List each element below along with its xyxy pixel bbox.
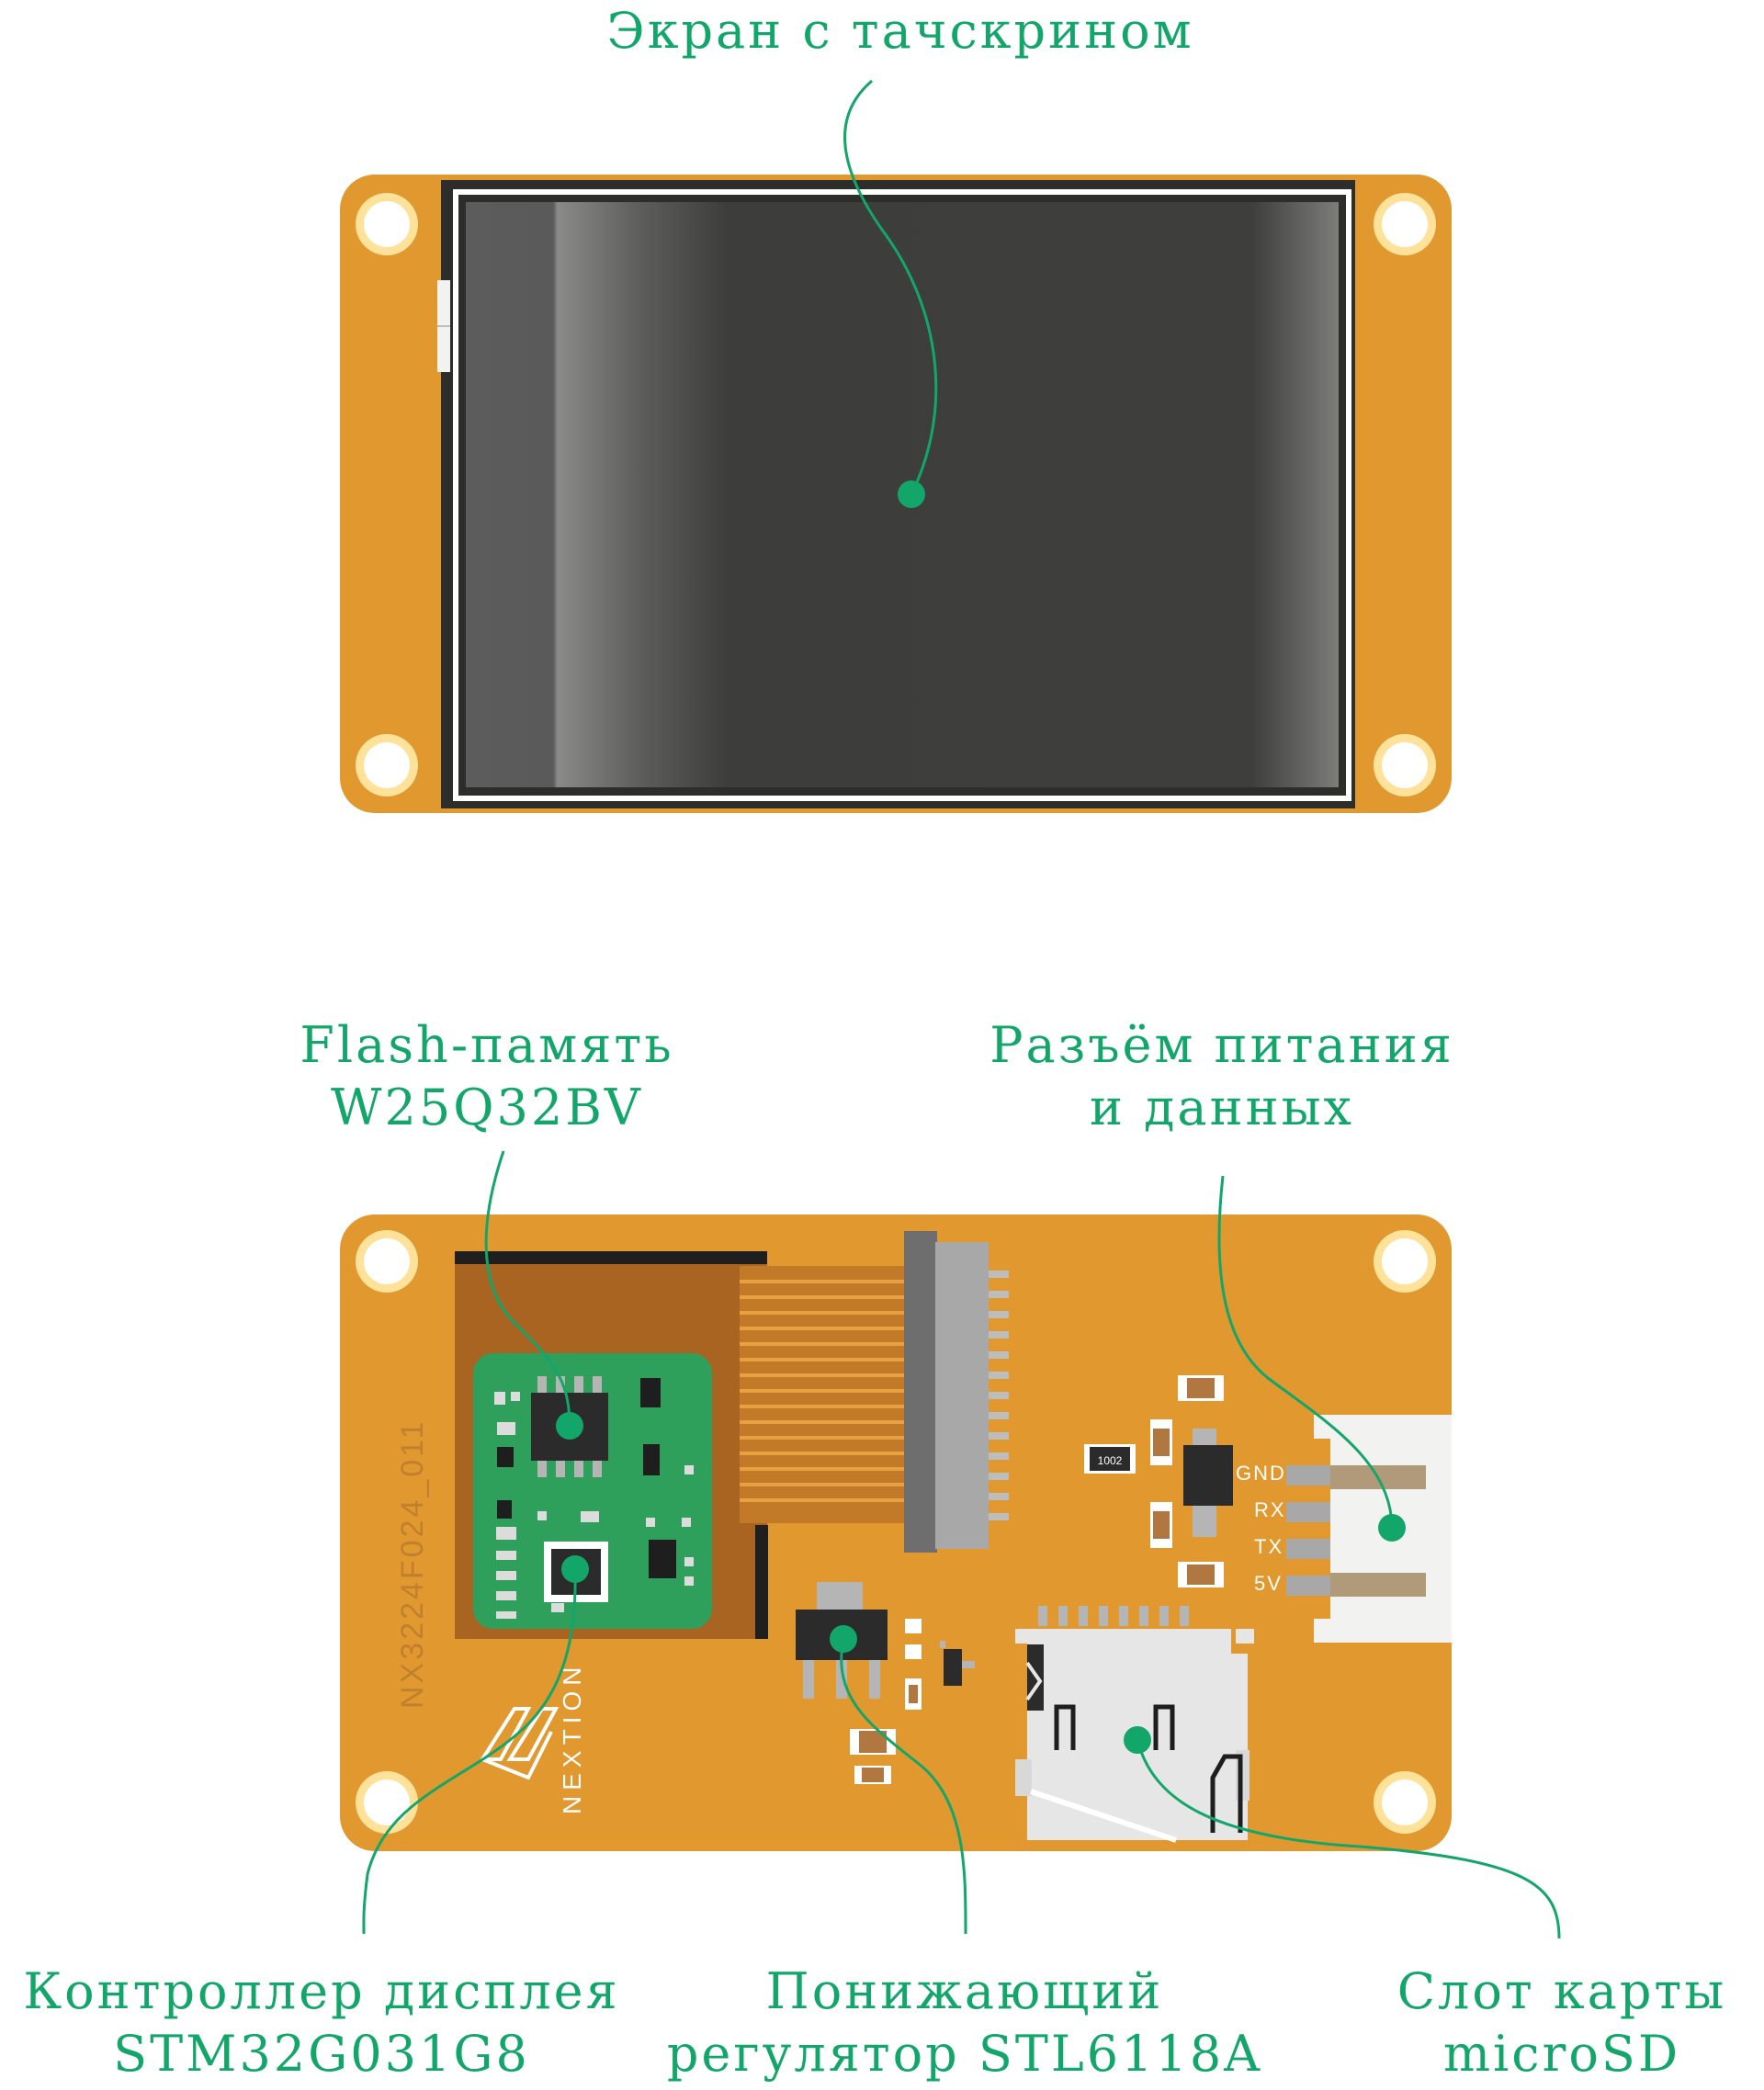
leader-regulator <box>840 1638 967 1935</box>
mounting-hole-back-top-left <box>356 1230 418 1293</box>
pin-pads <box>1286 1465 1330 1596</box>
marker-microsd <box>1124 1726 1151 1754</box>
label-regulator-line-2: регулятор STL6118A <box>666 2025 1263 2083</box>
controller-board <box>473 1353 712 1629</box>
leader-screen <box>843 79 938 495</box>
leader-microsd <box>1136 1739 1561 1939</box>
small-components <box>850 1619 975 1784</box>
label-flash-line-1: Flash-память <box>300 1016 674 1074</box>
label-power: Разъём питания и данных <box>946 1014 1498 1139</box>
nextion-logo <box>479 1707 560 1780</box>
back-board: NX3224F024_011 NEXTION <box>340 1214 1452 1851</box>
mounting-hole-back-bottom-left <box>356 1771 418 1834</box>
label-regulator-line-1: Понижающий <box>765 1962 1164 2020</box>
pin-label-rx: RX <box>1254 1498 1286 1521</box>
leader-flash <box>484 1150 571 1427</box>
mounting-hole-bottom-left <box>356 734 418 796</box>
label-power-line-1: Разъём питания <box>989 1016 1454 1074</box>
label-screen: Экран с тачскрином <box>606 2 1194 60</box>
flex-cable-traces <box>740 1266 919 1523</box>
fpc-connector <box>904 1231 1009 1553</box>
label-microsd-line-1: Слот карты <box>1396 1962 1727 2020</box>
regulator-chip <box>796 1582 888 1699</box>
flash-chip <box>531 1376 608 1477</box>
power-components: 1002 <box>1084 1375 1233 1587</box>
marker-controller <box>561 1555 589 1583</box>
label-controller-line-2: STM32G031G8 <box>113 2025 530 2083</box>
leader-controller <box>362 1568 577 1935</box>
label-regulator: Понижающий регулятор STL6118A <box>634 1960 1295 2085</box>
label-flash: Flash-память W25Q32BV <box>220 1014 753 1139</box>
mounting-hole-back-top-right <box>1374 1230 1436 1293</box>
marker-screen <box>898 480 925 508</box>
pin-label-tx: TX <box>1254 1535 1283 1558</box>
mounting-hole-back-bottom-right <box>1374 1771 1436 1834</box>
label-flash-line-2: W25Q32BV <box>331 1079 643 1136</box>
marker-flash <box>556 1412 583 1440</box>
mounting-hole-top-right <box>1374 193 1436 255</box>
label-microsd: Слот карты microSD <box>1360 1960 1764 2085</box>
marker-power <box>1378 1514 1406 1542</box>
pin-label-5v: 5V <box>1254 1572 1283 1595</box>
microsd-slot <box>1015 1606 1254 1843</box>
label-controller-line-1: Контроллер дисплея <box>23 1962 620 2020</box>
board-model-text: NX3224F024_011 <box>395 1419 430 1709</box>
label-microsd-line-2: microSD <box>1442 2025 1681 2083</box>
resistor-marking: 1002 <box>1098 1454 1123 1467</box>
nextion-brand-text: NEXTION <box>558 1662 586 1814</box>
pin-label-gnd: GND <box>1236 1462 1286 1485</box>
front-board <box>340 175 1452 813</box>
label-power-line-2: и данных <box>1089 1079 1354 1136</box>
label-controller: Контроллер дисплея STM32G031G8 <box>0 1960 643 2085</box>
display-frame <box>453 189 1351 801</box>
mounting-hole-top-left <box>356 193 418 255</box>
leader-power <box>1217 1175 1394 1529</box>
marker-regulator <box>830 1625 857 1653</box>
mounting-hole-bottom-right <box>1374 734 1436 796</box>
